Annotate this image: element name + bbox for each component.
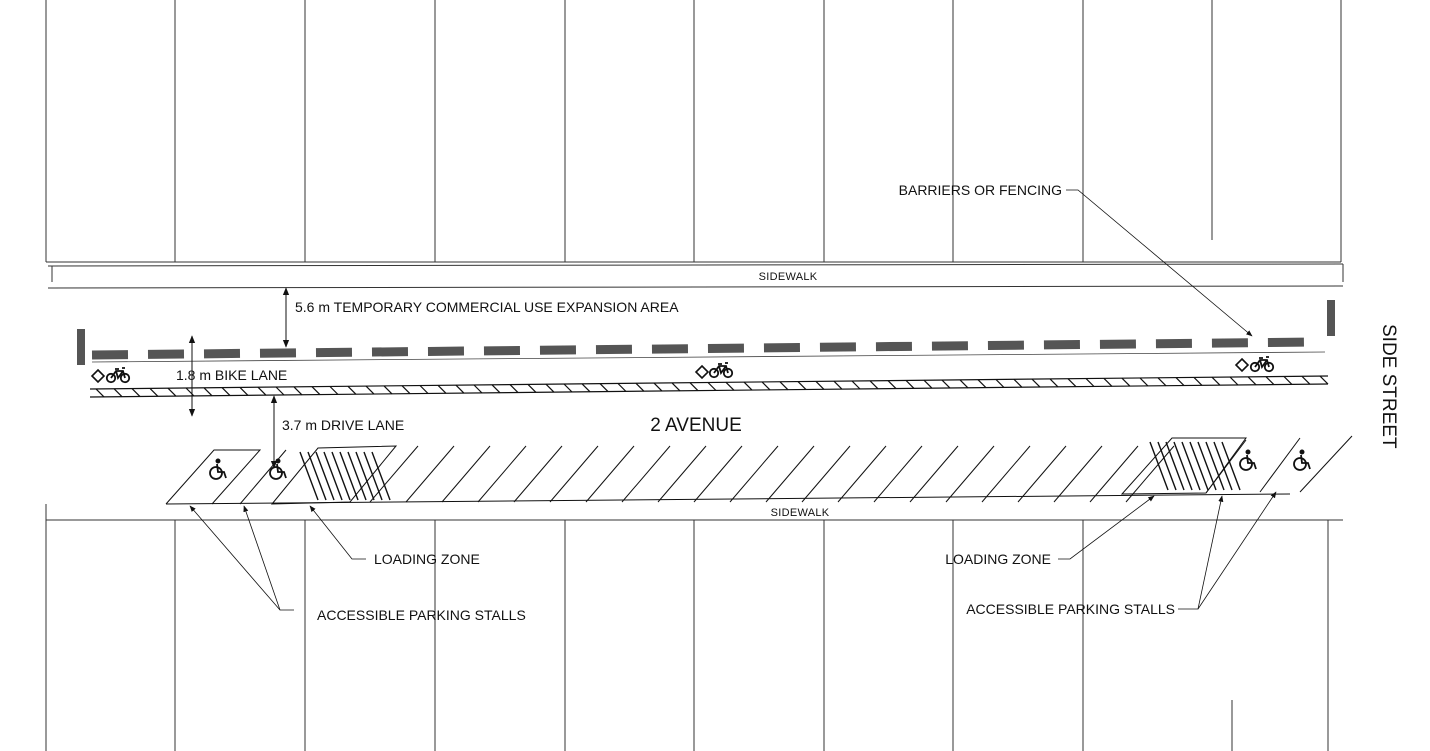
accessible-stalls-left — [165, 449, 287, 505]
accessible-right-leader-a — [1178, 495, 1224, 610]
parking-stripe — [441, 445, 491, 503]
loading-zone-hatch — [1157, 441, 1177, 491]
sidewalk-south-label: SIDEWALK — [771, 507, 830, 519]
loading-zone-hatch — [315, 451, 335, 501]
parking-stripe — [1089, 445, 1139, 503]
loading-zone-hatch — [1213, 441, 1233, 491]
parking-stripe — [837, 445, 887, 503]
loading-zone-hatch — [323, 451, 343, 501]
loading-zone-hatch — [371, 451, 391, 501]
loading-zone-hatch — [1165, 441, 1185, 491]
wheelchair-icon — [1293, 449, 1311, 471]
loading-zone-right-area — [1120, 437, 1247, 495]
bicycle-lane-marking-icon — [105, 367, 131, 384]
parking-stripe — [729, 445, 779, 503]
loading-zone-left-label: LOADING ZONE — [374, 551, 480, 567]
north-lot-lines — [45, 0, 1342, 263]
south-lot-lines — [45, 520, 1329, 751]
parking-stripe — [621, 445, 671, 503]
wheelchair-icon — [269, 458, 287, 480]
wheelchair-icon — [1239, 449, 1257, 471]
loading-zone-hatch — [1205, 441, 1225, 491]
bike-lane-marking-left — [90, 367, 131, 384]
parking-stripe — [657, 445, 707, 503]
parking-stripe — [369, 445, 419, 503]
bike-lane-marking-right — [1234, 356, 1275, 373]
loading-zone-hatch — [307, 451, 327, 501]
parking-lane — [165, 445, 1291, 505]
parking-stripe — [513, 445, 563, 503]
parking-stripe — [945, 445, 995, 503]
parking-stripe — [873, 445, 923, 503]
loading-zone-left-leader — [309, 505, 366, 560]
loading-zone-left-area — [270, 445, 398, 505]
bike-lane-label: 1.8 m BIKE LANE — [176, 367, 287, 383]
expansion-area-label: 5.6 m TEMPORARY COMMERCIAL USE EXPANSION… — [295, 299, 679, 315]
parking-stripe — [477, 445, 527, 503]
parking-stripe — [1125, 445, 1175, 503]
loading-zone-hatch — [1181, 441, 1201, 491]
side-street-label: SIDE STREET — [1378, 324, 1399, 449]
drive-lane-label: 3.7 m DRIVE LANE — [282, 417, 404, 433]
loading-zone-hatch — [1197, 441, 1217, 491]
parking-stripe — [405, 445, 455, 503]
bicycle-lane-marking-icon — [1249, 356, 1275, 373]
parking-stripe — [585, 445, 635, 503]
wheelchair-icon — [209, 458, 227, 480]
parking-stripe — [1053, 445, 1103, 503]
loading-zone-hatch — [1221, 441, 1241, 491]
parking-stripe — [981, 445, 1031, 503]
bike-lane-buffer — [89, 375, 1329, 398]
diamond-lane-marking-icon — [1234, 357, 1250, 373]
accessible-right-label: ACCESSIBLE PARKING STALLS — [966, 601, 1175, 617]
parking-stripe — [1017, 445, 1067, 503]
accessible-left-label: ACCESSIBLE PARKING STALLS — [317, 607, 526, 623]
loading-zone-hatch — [363, 451, 383, 501]
bicycle-lane-marking-icon — [708, 362, 734, 379]
loading-zone-hatch — [339, 451, 359, 501]
loading-zone-hatch — [299, 451, 319, 501]
loading-zone-hatch — [331, 451, 351, 501]
loading-zone-hatch — [1173, 441, 1193, 491]
loading-zone-right-leader — [1058, 495, 1155, 560]
sidewalk-north-label: SIDEWALK — [759, 271, 818, 283]
south-sidewalk — [45, 504, 1343, 521]
parking-stripe — [801, 445, 851, 503]
accessible-left-leader-a — [189, 505, 294, 611]
accessible-stalls-right — [1205, 435, 1353, 494]
loading-zone-hatch — [347, 451, 367, 501]
diamond-lane-marking-icon — [694, 364, 710, 380]
parking-stripe — [693, 445, 743, 503]
diamond-lane-marking-icon — [90, 368, 106, 384]
barrier-fencing — [77, 300, 1335, 365]
north-sidewalk — [47, 263, 1344, 289]
accessible-left-leader-b — [243, 505, 281, 611]
parking-stripe — [549, 445, 599, 503]
loading-zone-right-label: LOADING ZONE — [945, 551, 1051, 567]
loading-zone-hatch — [1189, 441, 1209, 491]
bike-lane-marking-center — [694, 362, 734, 380]
street-name-label: 2 AVENUE — [650, 415, 742, 436]
loading-zone-hatch — [1149, 441, 1169, 491]
accessible-right-leader-b — [1197, 491, 1277, 610]
bike-lane-edge — [91, 351, 1326, 363]
parking-stripe — [765, 445, 815, 503]
loading-zone-hatch — [355, 451, 375, 501]
parking-stripe — [909, 445, 959, 503]
barriers-label: BARRIERS OR FENCING — [899, 182, 1062, 198]
barriers-leader — [1066, 189, 1253, 337]
